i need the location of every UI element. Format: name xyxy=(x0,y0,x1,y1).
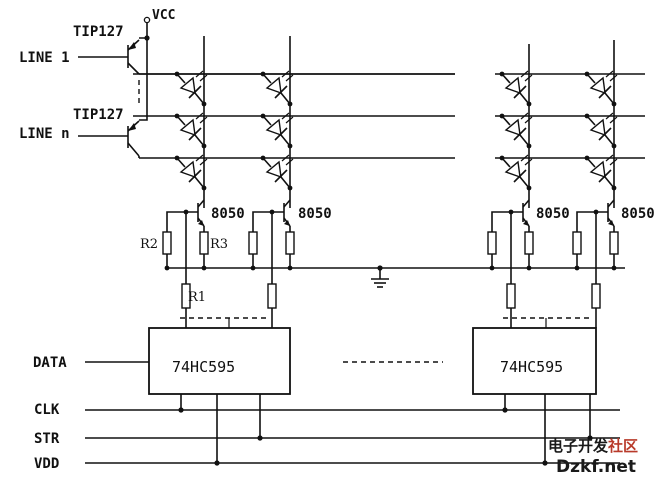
ground-bus xyxy=(165,265,625,288)
column-lines xyxy=(203,36,615,208)
tip127-driver-group: VCC TIP127 LINE 1 TIP127 LINE n xyxy=(19,8,455,158)
column-driver-1 xyxy=(162,199,209,328)
led-r2-c4 xyxy=(584,112,618,149)
led-r2-c1 xyxy=(174,112,208,149)
line1-label: LINE 1 xyxy=(19,50,70,66)
tip127-bottom-label: TIP127 xyxy=(73,107,124,123)
watermark: 电子开发社区 Dzkf.net xyxy=(548,437,638,477)
clk-label: CLK xyxy=(34,402,60,418)
r2-resistor xyxy=(162,231,172,255)
led-r1-c3 xyxy=(499,70,533,107)
led-r1-c4 xyxy=(584,70,618,107)
q8050-label-3: 8050 xyxy=(536,206,570,222)
watermark-text-url: Dzkf.net xyxy=(556,457,636,477)
column-driver-2 xyxy=(248,199,295,328)
chip-right: 74HC595 xyxy=(472,327,597,395)
r2-resistor xyxy=(572,231,582,255)
r2-label: R2 xyxy=(140,237,158,252)
r1-resistor xyxy=(591,283,601,309)
q8050-label-2: 8050 xyxy=(298,206,332,222)
led-r1-c1 xyxy=(174,70,208,107)
r3-resistor xyxy=(524,231,534,255)
linen-label: LINE n xyxy=(19,126,70,142)
column-driver-3 xyxy=(487,199,534,328)
led-r2-c3 xyxy=(499,112,533,149)
chip-right-label: 74HC595 xyxy=(500,358,563,376)
r3-resistor xyxy=(199,231,209,255)
vdd-label: VDD xyxy=(34,456,59,472)
data-label: DATA xyxy=(33,355,67,371)
tip127-top-label: TIP127 xyxy=(73,24,124,40)
led-r1-c2 xyxy=(260,70,294,107)
r1-resistor xyxy=(506,283,516,309)
r2-resistor xyxy=(487,231,497,255)
watermark-text-cn: 电子开发社区 xyxy=(548,437,638,455)
r3-resistor xyxy=(285,231,295,255)
led-r3-c3 xyxy=(499,154,533,191)
tip127-top-transistor xyxy=(127,39,455,75)
led-r2-c2 xyxy=(260,112,294,149)
column-driver-4 xyxy=(572,199,619,328)
vcc-terminal xyxy=(143,16,151,24)
r2-resistor xyxy=(248,231,258,255)
led-r3-c1 xyxy=(174,154,208,191)
bus-lines: DATA CLK STR VDD xyxy=(33,355,620,472)
r3-resistor xyxy=(609,231,619,255)
q8050-label-4: 8050 xyxy=(621,206,655,222)
led-r3-c2 xyxy=(260,154,294,191)
chip-left: 74HC595 xyxy=(148,327,291,395)
chip-left-label: 74HC595 xyxy=(172,358,235,376)
tip127-bottom-transistor xyxy=(127,120,140,158)
str-label: STR xyxy=(34,431,60,447)
led-r3-c4 xyxy=(584,154,618,191)
vcc-label: VCC xyxy=(152,8,175,23)
r3-label: R3 xyxy=(210,237,228,252)
r1-label: R1 xyxy=(188,290,206,305)
led-matrix xyxy=(174,70,618,191)
row-lines xyxy=(133,73,645,159)
q8050-label-1: 8050 xyxy=(211,206,245,222)
r1-resistor xyxy=(267,283,277,309)
